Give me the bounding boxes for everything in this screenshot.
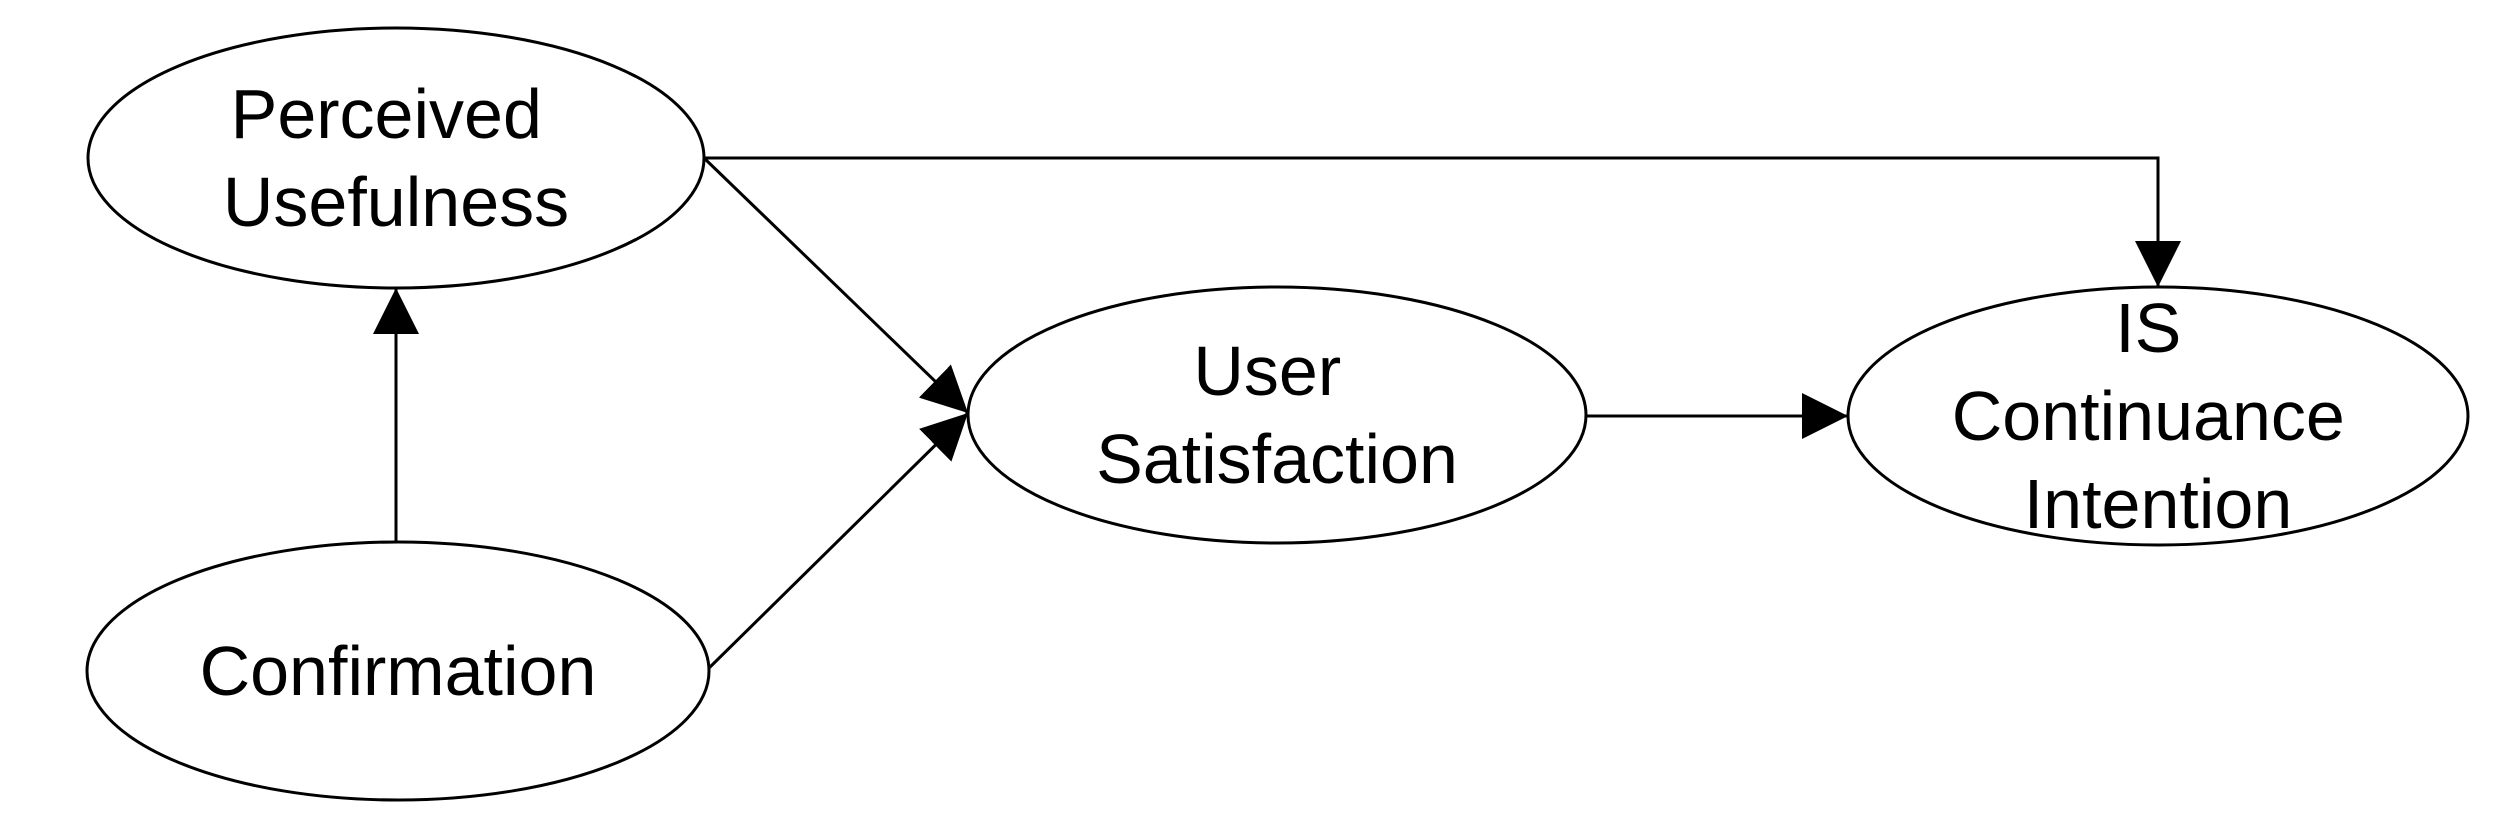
edge-perceived-usefulness-to-user-satisfaction	[702, 156, 970, 415]
confirmation-ellipse	[85, 540, 711, 802]
confirmation-label: Confirmation	[200, 632, 597, 710]
edge-perceived-usefulness-to-is-continuance-intention	[704, 156, 2181, 287]
perceived-usefulness-label: Perceived Usefulness	[223, 75, 569, 241]
is-continuance-intention-ellipse	[1846, 285, 2470, 547]
node-user-satisfaction: User Satisfaction	[966, 285, 1588, 545]
node-confirmation: Confirmation	[85, 540, 711, 802]
node-perceived-usefulness: Perceived Usefulness	[86, 26, 706, 290]
edge-confirmation-to-user-satisfaction	[705, 411, 970, 672]
is-continuance-intention-label: IS Continuance Intention	[1952, 289, 2365, 543]
node-is-continuance-intention: IS Continuance Intention	[1846, 285, 2470, 547]
user-satisfaction-ellipse	[966, 285, 1588, 545]
user-satisfaction-label: User Satisfaction	[1096, 332, 1458, 498]
perceived-usefulness-ellipse	[86, 26, 706, 290]
